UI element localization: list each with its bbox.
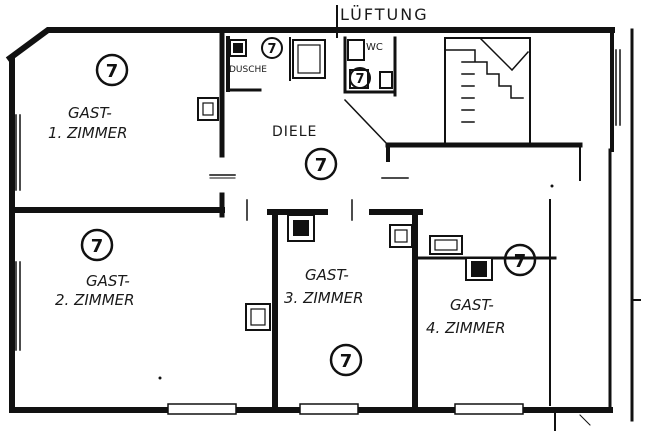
diele-diagonal <box>343 98 390 147</box>
room4-label-line1: GAST- <box>450 296 494 314</box>
chimney-bath-core <box>233 43 243 53</box>
diele-label: DIELE <box>272 124 317 140</box>
room2-label-line1: GAST- <box>86 272 130 290</box>
room3-label-line1: GAST- <box>305 266 349 284</box>
badge-dusche: 7 <box>267 42 276 57</box>
outer-wall-top-left <box>5 27 225 63</box>
room-labels: GAST- 1. ZIMMER GAST- 2. ZIMMER GAST- 3.… <box>48 42 506 337</box>
badge-room2: 7 <box>91 236 104 257</box>
radiator-room1-inner <box>202 102 214 116</box>
dot-mark-1 <box>158 376 162 380</box>
wc-cistern <box>347 39 365 61</box>
badge-circle-room1 <box>95 53 129 87</box>
dot-mark-2 <box>550 184 554 188</box>
room1-label-line1: GAST- <box>68 104 112 122</box>
wc-label: WC <box>366 42 383 53</box>
window-bottom-1 <box>167 403 237 415</box>
room4-label-line2: 4. ZIMMER <box>426 319 506 337</box>
stair-steps <box>444 49 524 123</box>
badge-circle-diele <box>304 147 338 181</box>
badge-circle-room4 <box>503 243 537 277</box>
dusche-label: DUSCHE <box>229 65 267 75</box>
badge-circle-room3 <box>329 343 363 377</box>
window-bottom-2 <box>299 403 359 415</box>
radiator-room3-inner <box>394 229 408 243</box>
badge-room4: 7 <box>514 251 527 272</box>
room1-label-line2: 1. ZIMMER <box>48 124 128 142</box>
chimney-room4-core <box>471 261 487 277</box>
stair-rail <box>478 36 530 72</box>
hatch-mark <box>579 414 591 426</box>
walls <box>5 27 641 431</box>
wc-basin <box>379 71 393 89</box>
room2-label-line2: 2. ZIMMER <box>55 291 135 309</box>
badge-room1: 7 <box>106 61 119 82</box>
radiators <box>197 39 493 331</box>
staircase <box>444 37 531 147</box>
badge-circle-room2 <box>80 228 114 262</box>
badges: 7 7 7 7 7 7 7 <box>80 37 537 377</box>
radiator-room4-inner <box>434 239 458 251</box>
badge-diele: 7 <box>315 155 328 176</box>
room3-label-line2: 3. ZIMMER <box>284 289 364 307</box>
radiator-room2-inner <box>250 308 266 326</box>
chimney-room3-core <box>293 220 309 236</box>
badge-circle-wc <box>349 67 371 89</box>
badge-wc: 7 <box>355 72 364 87</box>
window-bottom-3 <box>454 403 524 415</box>
badge-room3: 7 <box>340 351 353 372</box>
plan-title: LÜFTUNG <box>340 5 429 24</box>
bathtub-inner <box>297 44 321 74</box>
badge-circle-dusche <box>261 37 283 59</box>
